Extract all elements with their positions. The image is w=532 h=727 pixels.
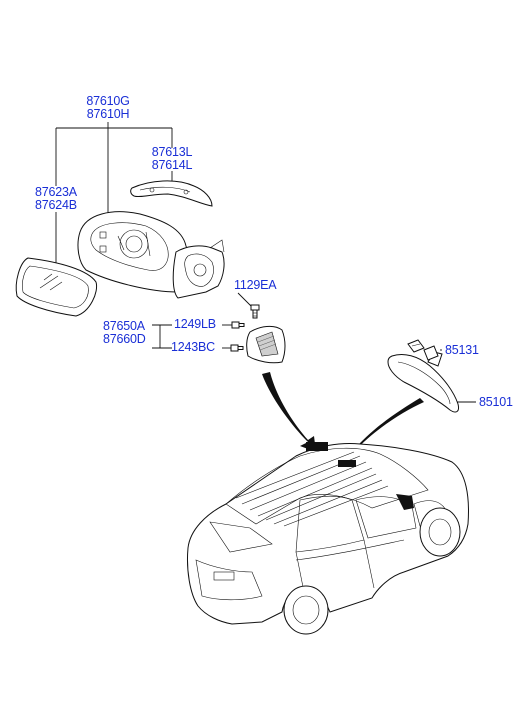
label-87624b: 87624B: [35, 198, 77, 212]
label-87660d: 87660D: [103, 332, 146, 346]
label-87610h: 87610H: [86, 107, 130, 121]
label-1243bc: 1243BC: [171, 340, 215, 354]
screw-1129-part: [250, 304, 260, 319]
screws-trim-part: [230, 321, 245, 352]
mirror-glass-part: [15, 257, 98, 317]
clip-85131-part: [407, 339, 439, 361]
vehicle: [187, 442, 469, 635]
label-87623a: 87623A: [35, 185, 77, 199]
mirror-cover-part: [130, 180, 213, 207]
label-1129ea: 1129EA: [234, 278, 277, 292]
label-1249lb: 1249LB: [174, 317, 216, 331]
label-85131: 85131: [445, 343, 479, 357]
inside-mirror-part: [387, 351, 459, 413]
mirror-housing-part: [77, 211, 225, 299]
label-87650a: 87650A: [103, 319, 145, 333]
label-87610g: 87610G: [86, 94, 130, 108]
label-87614l: 87614L: [151, 158, 193, 172]
leader-lines: [55, 122, 476, 403]
label-85101: 85101: [479, 395, 513, 409]
label-87613l: 87613L: [151, 145, 193, 159]
inner-trim-part: [246, 325, 286, 364]
